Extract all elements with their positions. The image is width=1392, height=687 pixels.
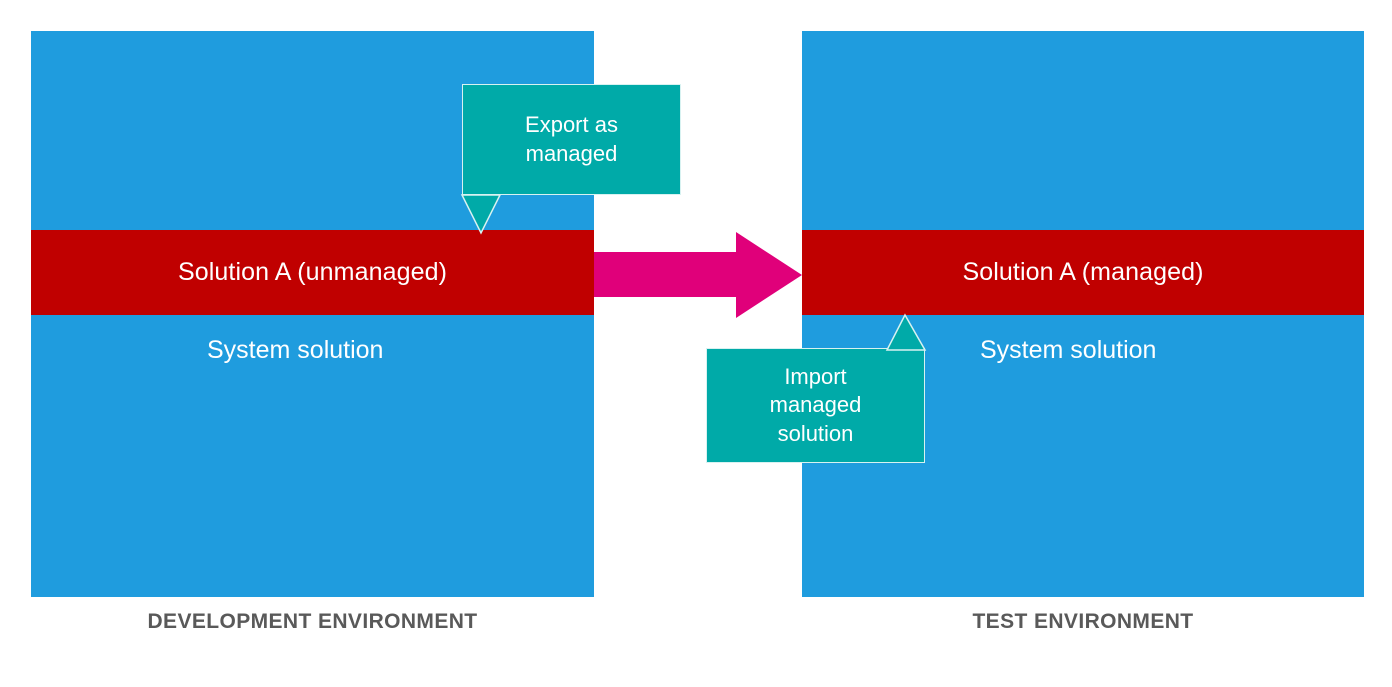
- system-solution-label-development: System solution: [207, 336, 384, 364]
- callout-import-tail-icon: [885, 313, 927, 351]
- system-solution-label-test: System solution: [980, 336, 1157, 364]
- callout-export-text: Export as managed: [525, 111, 618, 167]
- solution-band-label-development: Solution A (unmanaged): [177, 257, 448, 286]
- callout-import-text: Import managed solution: [770, 363, 862, 447]
- environment-caption-development: DEVELOPMENT ENVIRONMENT: [147, 610, 478, 633]
- callout-import-line-3: solution: [777, 420, 854, 446]
- callout-export-line-2: managed: [525, 140, 618, 166]
- callout-export-line-1: Export as: [525, 112, 618, 138]
- callout-export-tail-icon: [460, 194, 502, 235]
- solution-band-label-test: Solution A (managed): [962, 257, 1204, 286]
- environment-caption-test: TEST ENVIRONMENT: [972, 610, 1194, 633]
- transfer-arrow-icon: [594, 232, 802, 318]
- callout-import-line-2: managed: [769, 392, 862, 418]
- solution-band-test: Solution A (managed): [802, 230, 1364, 315]
- callout-import-line-1: Import: [784, 364, 847, 390]
- solution-band-development: Solution A (unmanaged): [31, 230, 594, 315]
- callout-import-managed-solution: Import managed solution: [706, 348, 925, 463]
- callout-export-as-managed: Export as managed: [462, 84, 681, 195]
